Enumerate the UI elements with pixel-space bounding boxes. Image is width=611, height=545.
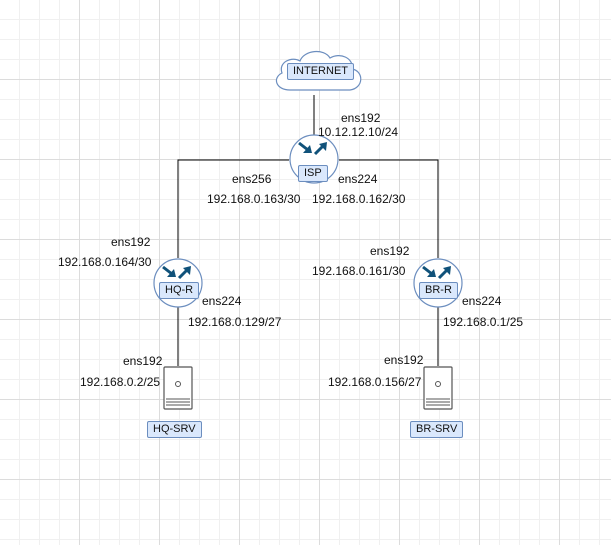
hq-srv-label: HQ-SRV	[147, 421, 202, 438]
br-r-down-ifname: ens224	[462, 294, 502, 308]
link-isp-hq-r	[177, 159, 289, 258]
br-r-up-ifname: ens192	[370, 244, 410, 258]
isp-right-ip: 192.168.0.162/30	[312, 192, 406, 206]
br-r-up-ip: 192.168.0.161/30	[312, 264, 406, 278]
internet-label: INTERNET	[287, 63, 354, 80]
br-srv-ifname: ens192	[384, 353, 424, 367]
isp-up-ifname: ens192	[341, 111, 381, 125]
br-srv-label: BR-SRV	[410, 421, 464, 438]
hq-r-label: HQ-R	[159, 282, 200, 299]
isp-left-ip: 192.168.0.163/30	[207, 192, 301, 206]
br-r-label: BR-R	[419, 282, 458, 299]
isp-right-ifname: ens224	[338, 172, 378, 186]
hq-r-up-ifname: ens192	[111, 235, 151, 249]
hq-srv-ip: 192.168.0.2/25	[80, 375, 161, 389]
hq-srv-server[interactable]	[163, 366, 193, 410]
isp-left-ifname: ens256	[232, 172, 272, 186]
isp-label: ISP	[298, 165, 328, 182]
hq-srv-ifname: ens192	[123, 354, 163, 368]
isp-up-ip: 10.12.12.10/24	[318, 125, 399, 139]
br-srv-server[interactable]	[423, 366, 453, 410]
link-isp-br-r	[339, 159, 439, 258]
server-icon	[163, 366, 193, 410]
br-srv-ip: 192.168.0.156/27	[328, 375, 422, 389]
server-icon	[423, 366, 453, 410]
hq-r-up-ip: 192.168.0.164/30	[58, 255, 152, 269]
hq-r-down-ip: 192.168.0.129/27	[188, 315, 282, 329]
hq-r-down-ifname: ens224	[202, 294, 242, 308]
br-r-down-ip: 192.168.0.1/25	[443, 315, 524, 329]
